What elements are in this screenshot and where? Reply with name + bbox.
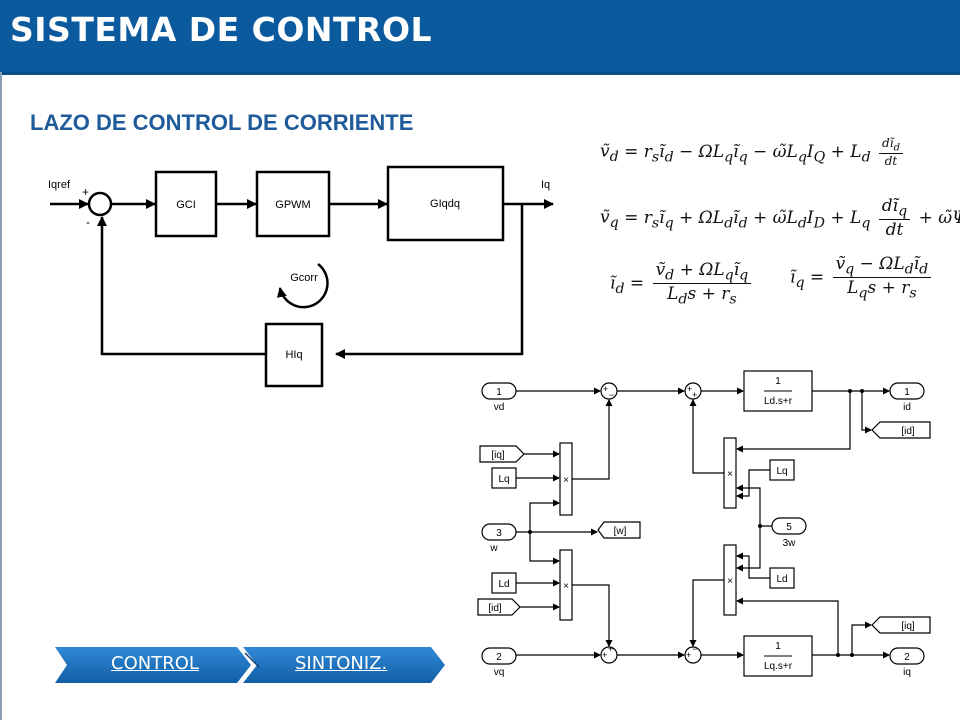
product-1-sign: × bbox=[563, 475, 569, 486]
sum2-plus-a: + bbox=[687, 384, 692, 394]
nav-sintoniz-link[interactable]: SINTONIZ. bbox=[295, 653, 388, 674]
output-label: Iq bbox=[541, 179, 550, 191]
tf-d-num: 1 bbox=[775, 376, 781, 387]
plus-sign: + bbox=[82, 185, 89, 199]
page-title: SISTEMA DE CONTROL bbox=[10, 10, 433, 49]
tf-d-den: Ld.s+r bbox=[764, 396, 793, 407]
const-ld-right: Ld bbox=[776, 574, 787, 585]
inport-w-name: w bbox=[489, 543, 498, 554]
sum4-plus: + bbox=[686, 650, 691, 660]
sum3-plus-b: + bbox=[608, 644, 613, 654]
section-subtitle: LAZO DE CONTROL DE CORRIENTE bbox=[30, 110, 414, 135]
inport-3w-name: 3w bbox=[783, 538, 797, 549]
sum1-minus: − bbox=[609, 390, 614, 400]
from-id: [id] bbox=[488, 603, 502, 614]
goto-iq: [iq] bbox=[901, 621, 915, 632]
nav-control-link[interactable]: CONTROL bbox=[111, 653, 199, 674]
product-4-sign: × bbox=[727, 576, 733, 587]
inport-3w-num: 5 bbox=[786, 522, 792, 533]
const-lq-right: Lq bbox=[776, 466, 787, 477]
simulink-model: 1 vd 3 w 2 vq 5 3w 1 id 2 iq [w] [id] [i… bbox=[477, 370, 931, 678]
sum2-plus-b: + bbox=[692, 390, 697, 400]
outport-iq-num: 2 bbox=[904, 652, 910, 663]
const-ld-left: Ld bbox=[498, 579, 509, 590]
inport-vq-num: 2 bbox=[496, 652, 502, 663]
left-border bbox=[0, 72, 2, 720]
tf-q-num: 1 bbox=[775, 641, 781, 652]
block-giqdq: GIqdq bbox=[430, 198, 460, 210]
product-3-sign: × bbox=[727, 469, 733, 480]
tf-q-den: Lq.s+r bbox=[764, 661, 793, 672]
sum1-plus: + bbox=[603, 384, 608, 394]
block-gpwm: GPWM bbox=[275, 199, 310, 211]
input-label: Iqref bbox=[48, 179, 71, 191]
product-2-sign: × bbox=[563, 581, 569, 592]
goto-id: [id] bbox=[901, 426, 915, 437]
inport-vd-name: vd bbox=[494, 402, 505, 413]
outport-id-name: id bbox=[903, 402, 911, 413]
minus-sign: - bbox=[86, 215, 90, 229]
block-hiq: HIq bbox=[285, 349, 302, 361]
const-lq-left: Lq bbox=[498, 474, 509, 485]
outport-id-num: 1 bbox=[904, 387, 910, 398]
nav-links: CONTROL SINTONIZ. bbox=[55, 646, 450, 682]
sum3-plus-a: + bbox=[602, 650, 607, 660]
inport-w-num: 3 bbox=[496, 528, 502, 539]
outport-iq-name: iq bbox=[903, 667, 911, 678]
sum4-minus: − bbox=[692, 644, 697, 654]
header-bar: SISTEMA DE CONTROL bbox=[0, 0, 960, 75]
block-gci: GCI bbox=[176, 199, 196, 211]
block-diagram: Iqref + - Iq GCI GPWM GIqdq HIq Gcorr bbox=[48, 165, 554, 388]
nav-ribbon bbox=[55, 647, 445, 683]
from-iq: [iq] bbox=[491, 450, 505, 461]
inport-vq-name: vq bbox=[494, 667, 505, 678]
goto-w: [w] bbox=[614, 526, 627, 537]
inport-vd-num: 1 bbox=[496, 387, 502, 398]
loop-label: Gcorr bbox=[290, 272, 318, 284]
